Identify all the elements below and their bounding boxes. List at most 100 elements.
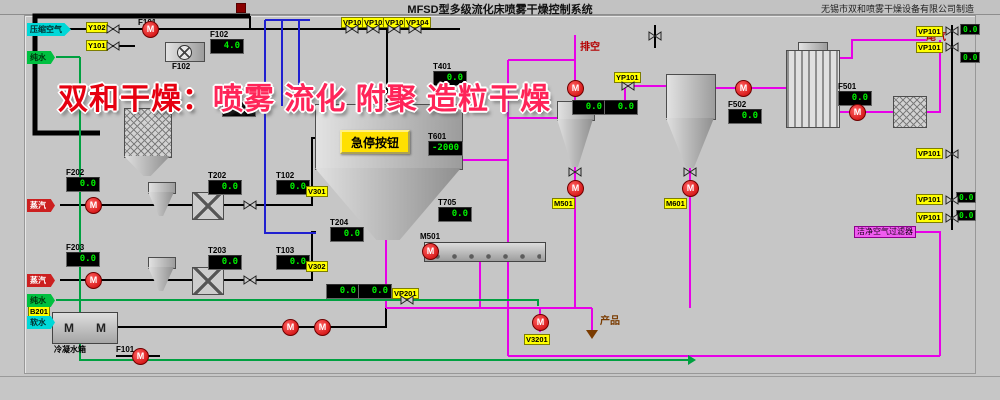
valve-icon (945, 195, 959, 205)
agitator-motor-label: M (96, 321, 106, 335)
instrument-value: 0.0 (960, 24, 981, 35)
valve-tag-V3201: V3201 (524, 334, 550, 345)
valve-icon (945, 213, 959, 223)
cyclone-a-cone (148, 192, 174, 216)
instrument-tag: T102 (276, 171, 295, 180)
valve-icon (621, 81, 635, 91)
valve-tag-VP101: VP101 (916, 42, 943, 53)
instrument-value: 0.0 (728, 109, 762, 124)
pump-motor[interactable]: M (567, 80, 584, 97)
valve-icon (106, 24, 120, 34)
pump-motor[interactable]: M (735, 80, 752, 97)
valve-tag-YP101: YP101 (614, 72, 641, 83)
pump-motor[interactable]: M (682, 180, 699, 197)
instrument-display-17: 0.0 (358, 284, 392, 299)
agitator-motor-label: M (64, 321, 74, 335)
valve-icon (945, 42, 959, 52)
air-heater-2 (192, 267, 224, 295)
valve[interactable] (106, 24, 120, 34)
pump-motor[interactable]: M (532, 314, 549, 331)
title-bar: MFSD型多级流化床喷雾干燥控制系统 无锡市双和喷雾干燥设备有限公司制造 (0, 0, 1000, 16)
valve[interactable] (945, 149, 959, 159)
valve[interactable] (945, 213, 959, 223)
valve-icon (945, 149, 959, 159)
instrument-value: 0.0 (276, 255, 310, 270)
instrument-display-20: 0.0 (960, 24, 981, 35)
valve[interactable] (568, 167, 582, 177)
valve-tag-M501: M501 (552, 198, 575, 209)
pump-motor[interactable]: M (85, 272, 102, 289)
cyclone-b-cone (148, 267, 174, 291)
pump-motor[interactable]: M (422, 243, 439, 260)
valve-icon (387, 24, 401, 34)
source-label-蒸汽: 蒸汽 (27, 199, 55, 212)
equipment-tag-M501: M501 (420, 232, 441, 241)
valve-icon (408, 24, 422, 34)
instrument-value: 0.0 (222, 102, 256, 117)
product-label: 产品 (600, 316, 620, 327)
pump-motor[interactable]: M (314, 319, 331, 336)
instrument-display-13: 0.0 (604, 100, 638, 115)
pump-motor[interactable]: M (849, 104, 866, 121)
valve-tag-VP101: VP101 (916, 212, 943, 223)
valve[interactable] (621, 81, 635, 91)
emergency-stop-button[interactable]: 急停按钮 (340, 130, 410, 154)
instrument-value: 0.0 (572, 100, 606, 115)
valve-icon (345, 24, 359, 34)
valve[interactable] (408, 24, 422, 34)
instrument-value: 0.0 (66, 177, 100, 192)
title-marker-icon (236, 3, 246, 13)
instrument-T601: T601-2000 (428, 132, 464, 156)
valve[interactable] (945, 42, 959, 52)
instrument-value: 0.0 (326, 284, 360, 299)
valve-icon (400, 295, 414, 305)
pump-motor[interactable]: M (142, 21, 159, 38)
instrument-display-12: 0.0 (572, 100, 606, 115)
valve[interactable] (243, 275, 257, 285)
product-arrow-icon (586, 330, 598, 339)
valve[interactable] (366, 24, 380, 34)
instrument-tag: F501 (838, 82, 857, 91)
condensate-tank-label: 冷凝水箱 (54, 345, 86, 354)
valve[interactable] (945, 26, 959, 36)
valve-icon (243, 275, 257, 285)
pump-motor[interactable]: M (85, 197, 102, 214)
valve[interactable] (683, 167, 697, 177)
valve[interactable] (106, 41, 120, 51)
valve-tag-Y101: Y101 (86, 40, 108, 51)
pump-motor[interactable]: M (282, 319, 299, 336)
instrument-value: 0.0 (438, 207, 472, 222)
source-label-软水: 软水 (27, 316, 55, 329)
instrument-value: 0.0 (960, 52, 981, 63)
valve[interactable] (648, 31, 662, 41)
supply-fan-housing (165, 42, 205, 62)
valve[interactable] (400, 295, 414, 305)
valve-icon (366, 24, 380, 34)
bottom-toolbar: 3 清洗等待状态 自动开始 自动停止 ◄报警音 喷雾 CIP 喷雾设置 清洗设置 (0, 376, 1000, 400)
pump-motor[interactable]: M (132, 348, 149, 365)
valve[interactable] (243, 200, 257, 210)
valve[interactable] (945, 195, 959, 205)
instrument-tag: T201 (222, 93, 241, 102)
instrument-display-19: 0.0 (956, 210, 977, 221)
source-label-纯水: 纯水 (27, 51, 55, 64)
valve-tag-V302: V302 (306, 261, 328, 272)
instrument-tag: T705 (438, 198, 457, 207)
instrument-value: 0.0 (838, 91, 872, 106)
instrument-value: 0.0 (208, 255, 242, 270)
source-label-蒸汽: 蒸汽 (27, 274, 55, 287)
valve-tag-B201: B201 (28, 306, 50, 317)
valve-icon (648, 31, 662, 41)
instrument-tag: T203 (208, 246, 227, 255)
tail-gas-label: 尾气 (926, 32, 946, 43)
valve[interactable] (387, 24, 401, 34)
valve[interactable] (345, 24, 359, 34)
pump-motor[interactable]: M (567, 180, 584, 197)
